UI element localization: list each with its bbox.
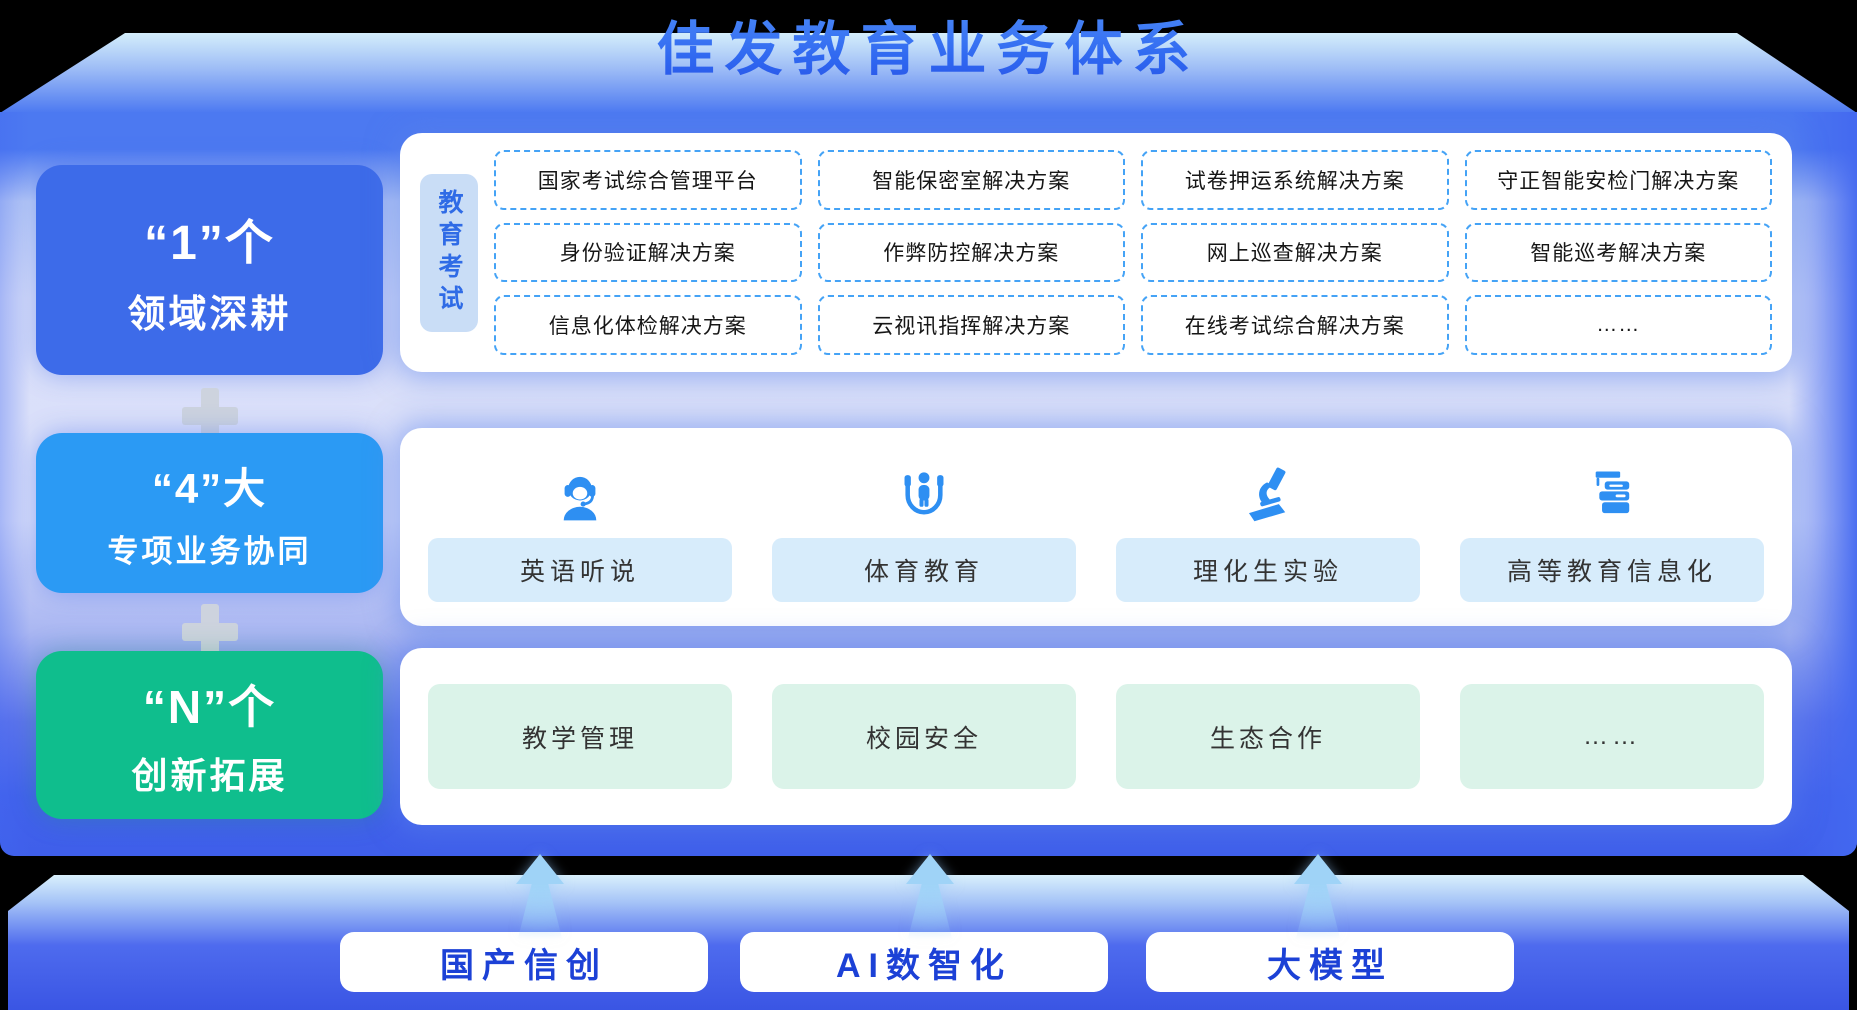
foundation-platform: 国产信创 AI数智化 大模型 [8,875,1849,1010]
expansion-item: 校园安全 [772,684,1076,789]
solution-chip: 在线考试综合解决方案 [1141,295,1449,355]
pillar-domain: “1”个 领域深耕 [36,165,383,375]
foundation-button: AI数智化 [740,932,1108,992]
business-label: 理化生实验 [1116,538,1420,602]
pillar-number: “4”大 [151,465,268,512]
business-panel: 英语听说 体育教育 [400,428,1792,626]
expansion-item: 生态合作 [1116,684,1420,789]
microscope-icon [1239,462,1297,524]
business-label: 高等教育信息化 [1460,538,1764,602]
solution-chip-more: …… [1464,295,1772,355]
pillar-number: “N”个 [142,681,277,733]
solution-chip: 智能保密室解决方案 [817,150,1125,210]
books-graduation-icon [1583,462,1641,524]
pillar-business: “4”大 专项业务协同 [36,433,383,593]
expansion-panel: 教学管理 校园安全 生态合作 …… [400,648,1792,825]
business-item: 高等教育信息化 [1460,442,1764,602]
solution-chip: 信息化体检解决方案 [494,295,802,355]
pillar-expansion: “N”个 创新拓展 [36,651,383,819]
headset-agent-icon [551,462,609,524]
solution-chip: 智能巡考解决方案 [1464,222,1772,283]
business-item: 英语听说 [428,442,732,602]
up-arrow-icon [500,854,580,942]
solution-chip: 国家考试综合管理平台 [494,150,802,210]
solution-chip: 网上巡查解决方案 [1141,222,1449,283]
page-title: 佳发教育业务体系 [0,2,1857,86]
exam-solutions-panel: 教育考试 国家考试综合管理平台 智能保密室解决方案 试卷押运系统解决方案 守正智… [400,133,1792,372]
up-arrow-icon [890,854,970,942]
exam-sidebar-label: 教育考试 [420,173,478,332]
solution-chip: 身份验证解决方案 [494,222,802,283]
business-label: 英语听说 [428,538,732,602]
up-arrow-icon [1278,854,1358,942]
jump-rope-icon [895,462,953,524]
business-label: 体育教育 [772,538,1076,602]
solution-chip: 试卷押运系统解决方案 [1141,150,1449,210]
stage-top-face [0,33,1857,113]
solution-chip: 云视讯指挥解决方案 [817,295,1125,355]
exam-solutions-grid: 国家考试综合管理平台 智能保密室解决方案 试卷押运系统解决方案 守正智能安检门解… [494,150,1772,355]
pillar-number: “1”个 [144,216,275,270]
solution-chip: 作弊防控解决方案 [817,222,1125,283]
pillar-label: 创新拓展 [131,755,288,796]
foundation-button: 大模型 [1146,932,1514,992]
expansion-item-more: …… [1460,684,1764,789]
business-item: 理化生实验 [1116,442,1420,602]
foundation-button: 国产信创 [340,932,708,992]
plus-icon [182,604,238,660]
expansion-item: 教学管理 [428,684,732,789]
stage-front-face: “1”个 领域深耕 “4”大 专项业务协同 “N”个 创新拓展 教育考试 国家考… [0,112,1857,856]
business-item: 体育教育 [772,442,1076,602]
pillar-label: 专项业务协同 [107,534,312,569]
plus-icon [182,388,238,444]
pillar-label: 领域深耕 [127,293,292,336]
solution-chip: 守正智能安检门解决方案 [1464,150,1772,210]
